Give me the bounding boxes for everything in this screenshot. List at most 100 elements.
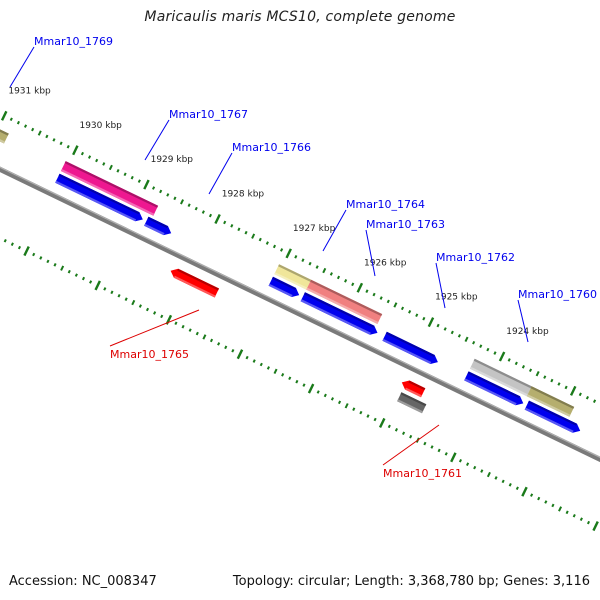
- feature-bevel-top: [400, 392, 427, 407]
- leader-line: [144, 119, 170, 161]
- feature-bevel-bottom: [0, 139, 5, 144]
- lower-tick: [153, 311, 157, 315]
- gene-feature[interactable]: [526, 386, 575, 417]
- gene-feature[interactable]: [274, 264, 312, 290]
- feature-body[interactable]: [397, 392, 427, 414]
- feature-bevel-top: [58, 173, 140, 215]
- lower-tick: [124, 297, 128, 301]
- feature-body[interactable]: [469, 358, 532, 397]
- gene-feature[interactable]: [401, 380, 426, 398]
- feature-body[interactable]: [300, 292, 378, 335]
- gene-label-text[interactable]: Mmar10_1766: [232, 141, 311, 154]
- upper-tick: [315, 265, 319, 269]
- lower-tick: [74, 273, 78, 277]
- feature-body[interactable]: [306, 279, 383, 324]
- feature-bevel-top: [385, 331, 435, 357]
- gene-feature[interactable]: [300, 292, 378, 335]
- upper-tick: [422, 316, 426, 321]
- feature-body[interactable]: [60, 161, 159, 216]
- upper-tick: [187, 203, 191, 207]
- gene-feature[interactable]: [382, 331, 438, 364]
- gene-feature[interactable]: [469, 358, 532, 397]
- upper-tick: [143, 179, 150, 190]
- lower-tick: [209, 338, 214, 343]
- gene-label-mmar10-1763[interactable]: Mmar10_1763: [365, 218, 445, 277]
- upper-tick: [308, 261, 312, 266]
- feature-body[interactable]: [382, 331, 438, 364]
- gene-feature[interactable]: [0, 113, 9, 144]
- feature-body[interactable]: [401, 380, 426, 398]
- backbone-highlight: [0, 166, 600, 459]
- feature-body[interactable]: [144, 216, 172, 236]
- lower-tick: [378, 417, 386, 428]
- lower-tick: [359, 410, 363, 415]
- scale-label: 1931 kbp: [8, 86, 51, 96]
- gene-label-text[interactable]: Mmar10_1760: [518, 288, 597, 301]
- feature-bevel-bottom: [300, 299, 371, 335]
- gene-label-mmar10-1765[interactable]: Mmar10_1765: [109, 309, 200, 361]
- upper-tick: [493, 351, 497, 355]
- lower-tick: [181, 324, 185, 329]
- scale-label: 1926 kbp: [364, 258, 407, 268]
- gene-label-mmar10-1764[interactable]: Mmar10_1764: [322, 198, 425, 252]
- gene-label-mmar10-1769[interactable]: Mmar10_1769: [9, 35, 113, 88]
- gene-label-mmar10-1760[interactable]: Mmar10_1760: [517, 288, 597, 343]
- lower-tick: [501, 479, 505, 484]
- feature-body[interactable]: [55, 173, 143, 222]
- feature-body[interactable]: [526, 386, 575, 417]
- gene-label-text[interactable]: Mmar10_1761: [383, 467, 462, 480]
- upper-tick: [173, 196, 177, 201]
- gene-feature[interactable]: [268, 276, 300, 297]
- feature-bevel-bottom: [173, 275, 216, 298]
- upper-tick: [159, 189, 163, 194]
- gene-feature[interactable]: [55, 173, 143, 222]
- gene-feature[interactable]: [144, 216, 172, 236]
- gene-label-text[interactable]: Mmar10_1763: [366, 218, 445, 231]
- gene-feature[interactable]: [397, 392, 427, 414]
- gene-label-text[interactable]: Mmar10_1767: [169, 108, 248, 121]
- upper-tick: [237, 227, 241, 232]
- gene-label-text[interactable]: Mmar10_1765: [110, 348, 189, 361]
- feature-body[interactable]: [464, 371, 524, 406]
- feature-body[interactable]: [268, 276, 300, 297]
- gene-label-mmar10-1762[interactable]: Mmar10_1762: [435, 251, 515, 309]
- upper-tick: [251, 233, 256, 239]
- gene-feature[interactable]: [524, 400, 581, 433]
- lower-tick: [145, 307, 150, 312]
- gene-feature[interactable]: [170, 268, 219, 298]
- gene-label-mmar10-1767[interactable]: Mmar10_1767: [144, 108, 248, 161]
- lower-tick: [402, 431, 406, 436]
- gene-label-mmar10-1761[interactable]: Mmar10_1761: [382, 424, 462, 480]
- upper-tick: [393, 302, 398, 308]
- upper-tick: [230, 224, 234, 228]
- feature-bevel-top: [64, 161, 159, 208]
- lower-tick: [188, 328, 192, 332]
- gene-label-text[interactable]: Mmar10_1762: [436, 251, 515, 264]
- feature-body[interactable]: [170, 268, 219, 298]
- gene-label-mmar10-1766[interactable]: Mmar10_1766: [208, 141, 311, 195]
- lower-tick: [565, 510, 569, 515]
- gene-label-text[interactable]: Mmar10_1769: [34, 35, 113, 48]
- lower-tick: [39, 256, 43, 260]
- gene-label-text[interactable]: Mmar10_1764: [346, 198, 425, 211]
- feature-bevel-bottom: [464, 378, 517, 406]
- lower-tick: [67, 269, 71, 274]
- lower-tick: [337, 400, 342, 405]
- feature-bevel-top: [528, 400, 577, 426]
- lower-tick: [521, 486, 528, 497]
- upper-tick: [223, 220, 227, 225]
- lower-tick: [245, 355, 249, 360]
- gene-feature[interactable]: [60, 161, 159, 216]
- lower-tick: [259, 362, 263, 367]
- leader-line: [208, 152, 233, 195]
- lower-tick: [316, 390, 320, 394]
- upper-tick: [436, 323, 440, 328]
- gene-feature[interactable]: [306, 279, 383, 324]
- feature-body[interactable]: [524, 400, 581, 433]
- gene-feature[interactable]: [464, 371, 524, 406]
- upper-tick: [415, 313, 419, 318]
- lower-tick: [138, 304, 142, 308]
- feature-body[interactable]: [274, 264, 312, 290]
- feature-bevel-bottom: [397, 399, 423, 414]
- upper-tick: [543, 375, 547, 379]
